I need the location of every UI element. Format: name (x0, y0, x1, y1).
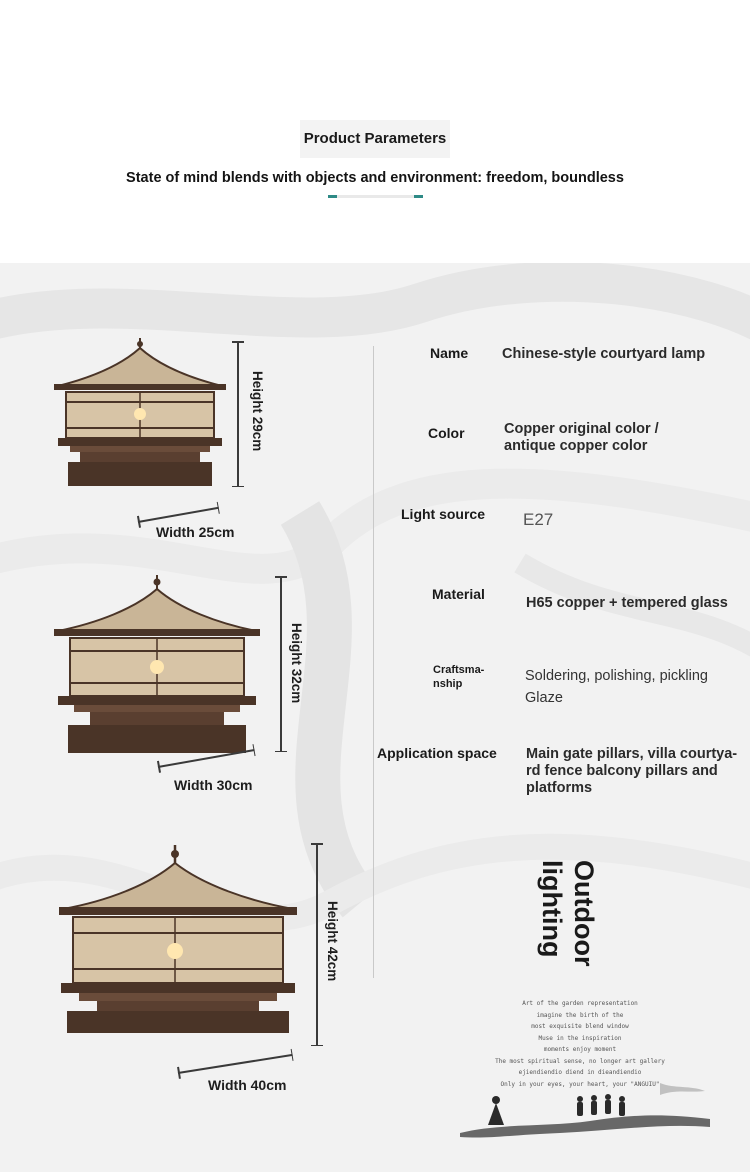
height-dimension-line-small (232, 341, 244, 487)
lamp-medium (52, 575, 262, 755)
lamp-large-height: Height 42cm (325, 901, 340, 982)
vertical-divider (373, 346, 374, 978)
param-value-craftsmanship: Soldering, polishing, pickling Glaze (525, 668, 708, 706)
lamp-medium-width: Width 30cm (174, 777, 253, 793)
outdoor-lighting-title: Outdoor lighting (537, 860, 599, 967)
lamp-small-width: Width 25cm (156, 524, 235, 540)
poem-line: Muse in the inspiration (538, 1034, 622, 1042)
height-dimension-line-large (311, 843, 323, 1046)
poem-line: Only in your eyes, your heart, your "ANG… (500, 1080, 660, 1088)
param-label-name: Name (430, 345, 469, 361)
parameters-panel: Height 29cm Width 25cm Height 32cm Width… (0, 263, 750, 1172)
poem-line: most exquisite blend window (531, 1023, 629, 1030)
height-dimension-line-medium (275, 576, 287, 752)
param-label-application-space: Application space (377, 745, 497, 761)
poem-line: The most spiritual sense, no longer art … (495, 1057, 665, 1065)
lamp-medium-height: Height 32cm (289, 623, 304, 704)
poem-line: Art of the garden representation (522, 1000, 638, 1007)
title-underline (328, 195, 423, 198)
underline-accent-right (414, 195, 423, 198)
poem-line: imagine the birth of the (536, 1011, 624, 1019)
page-title: Product Parameters (300, 120, 450, 158)
page-subtitle: State of mind blends with objects and en… (126, 170, 624, 186)
param-label-craftsmanship: Craftsma-nship (433, 664, 485, 690)
param-value-name: Chinese-style courtyard lamp (502, 346, 706, 362)
underline-accent-left (328, 195, 337, 198)
ink-painting-figures (460, 1083, 710, 1138)
param-value-color: Copper original color / antique copper c… (504, 421, 659, 454)
param-label-light-source: Light source (401, 506, 486, 522)
decorative-poem: Art of the garden representation imagine… (470, 998, 690, 1090)
param-value-material: H65 copper + tempered glass (526, 595, 728, 611)
poem-line: moments enjoy moment (543, 1046, 617, 1053)
poem-line: ejiendiendio diend in dieandiendio (518, 1069, 642, 1076)
background-swirl-decoration (0, 263, 750, 932)
lamp-small (50, 338, 230, 488)
lamp-small-height: Height 29cm (250, 371, 265, 452)
lamp-large-width: Width 40cm (208, 1077, 287, 1093)
param-label-material: Material (432, 586, 485, 602)
param-value-application-space: Main gate pillars, villa courtya-rd fenc… (526, 746, 738, 796)
lamp-large (57, 845, 299, 1033)
param-label-color: Color (428, 425, 465, 441)
param-value-light-source: E27 (523, 510, 554, 529)
header-section: Product Parameters State of mind blends … (0, 0, 750, 262)
